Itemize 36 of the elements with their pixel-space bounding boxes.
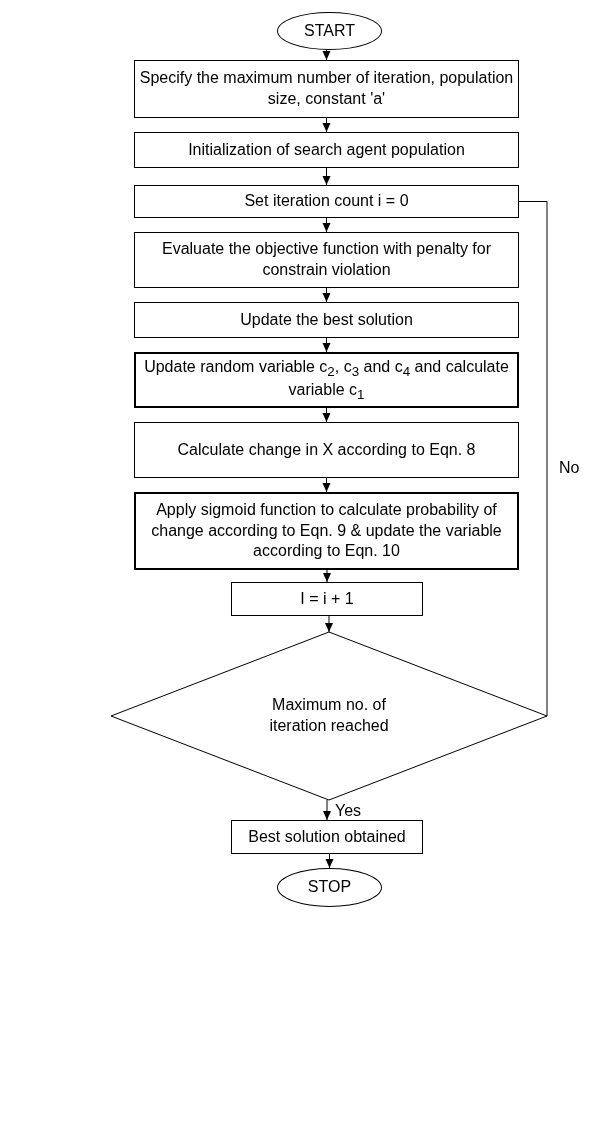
arrow xyxy=(323,569,331,583)
arrow xyxy=(325,853,334,869)
node-text: Set iteration count i = 0 xyxy=(243,191,410,212)
arrow xyxy=(322,117,331,133)
arrow xyxy=(322,337,331,353)
process-box xyxy=(231,582,423,616)
node-text: Calculate change in X according to Eqn. 8 xyxy=(176,439,477,460)
process-box xyxy=(134,352,519,408)
node-text: Maximum no. of iteration reached xyxy=(268,695,390,736)
node-text: Evaluate the objective function with penalty for constrain violation xyxy=(160,239,493,280)
arrow xyxy=(322,167,331,186)
node-text: Best solution obtained xyxy=(247,826,407,847)
arrow xyxy=(322,407,331,423)
arrow xyxy=(322,49,331,61)
process-box xyxy=(134,492,519,570)
arrow xyxy=(325,615,333,633)
arrow xyxy=(323,799,331,821)
node-text: Initialization of search agent population xyxy=(187,139,466,160)
process-box xyxy=(134,302,519,338)
node-text: I = i + 1 xyxy=(299,588,355,609)
arrow xyxy=(322,287,331,303)
node-text: STOP xyxy=(306,877,353,898)
process-box xyxy=(231,820,423,854)
node-text: Apply sigmoid function to calculate probability of change according to Eqn. 9 & update the variable according to Eqn. 10 xyxy=(150,499,503,562)
process-box xyxy=(134,185,519,218)
arrow xyxy=(322,217,331,233)
arrow xyxy=(322,477,331,493)
node-text: Specify the maximum number of iteration, population size, constant 'a' xyxy=(138,68,515,109)
node-text: Update the best solution xyxy=(239,309,414,330)
process-box xyxy=(134,422,519,478)
process-box xyxy=(134,132,519,168)
process-box xyxy=(134,232,519,288)
decision-diamond xyxy=(111,632,547,800)
node-text: Update random variable c$_{2}$, c$_{3}$ and c$_{4}$ and calculate variable c$_{1}$ xyxy=(143,356,510,404)
node-text: START xyxy=(303,20,356,41)
process-box xyxy=(134,60,519,118)
